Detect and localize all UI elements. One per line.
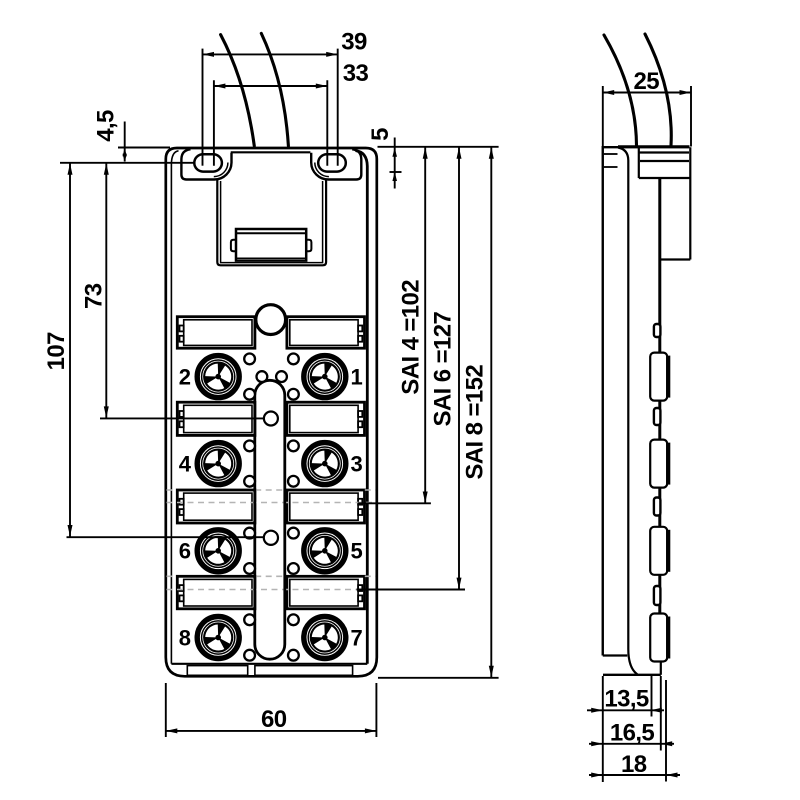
- svg-text:107: 107: [43, 332, 70, 370]
- svg-text:8: 8: [179, 625, 191, 650]
- svg-text:SAI 6 =127: SAI 6 =127: [430, 311, 457, 426]
- svg-text:18: 18: [621, 751, 647, 778]
- svg-text:5: 5: [351, 539, 363, 564]
- svg-text:13,5: 13,5: [604, 686, 649, 713]
- svg-text:33: 33: [343, 60, 369, 87]
- svg-text:6: 6: [179, 539, 191, 564]
- svg-text:39: 39: [341, 29, 367, 56]
- svg-text:1: 1: [351, 364, 363, 389]
- svg-text:60: 60: [261, 706, 287, 733]
- svg-text:3: 3: [351, 451, 363, 476]
- svg-text:16,5: 16,5: [610, 720, 655, 747]
- svg-text:5: 5: [367, 128, 394, 141]
- svg-text:2: 2: [179, 364, 191, 389]
- svg-text:73: 73: [81, 283, 108, 309]
- svg-text:SAI 4 =102: SAI 4 =102: [398, 280, 425, 395]
- svg-text:4: 4: [179, 451, 192, 476]
- svg-text:7: 7: [351, 625, 363, 650]
- svg-text:4,5: 4,5: [93, 110, 120, 142]
- svg-text:SAI 8 =152: SAI 8 =152: [462, 365, 489, 480]
- svg-text:25: 25: [634, 68, 660, 95]
